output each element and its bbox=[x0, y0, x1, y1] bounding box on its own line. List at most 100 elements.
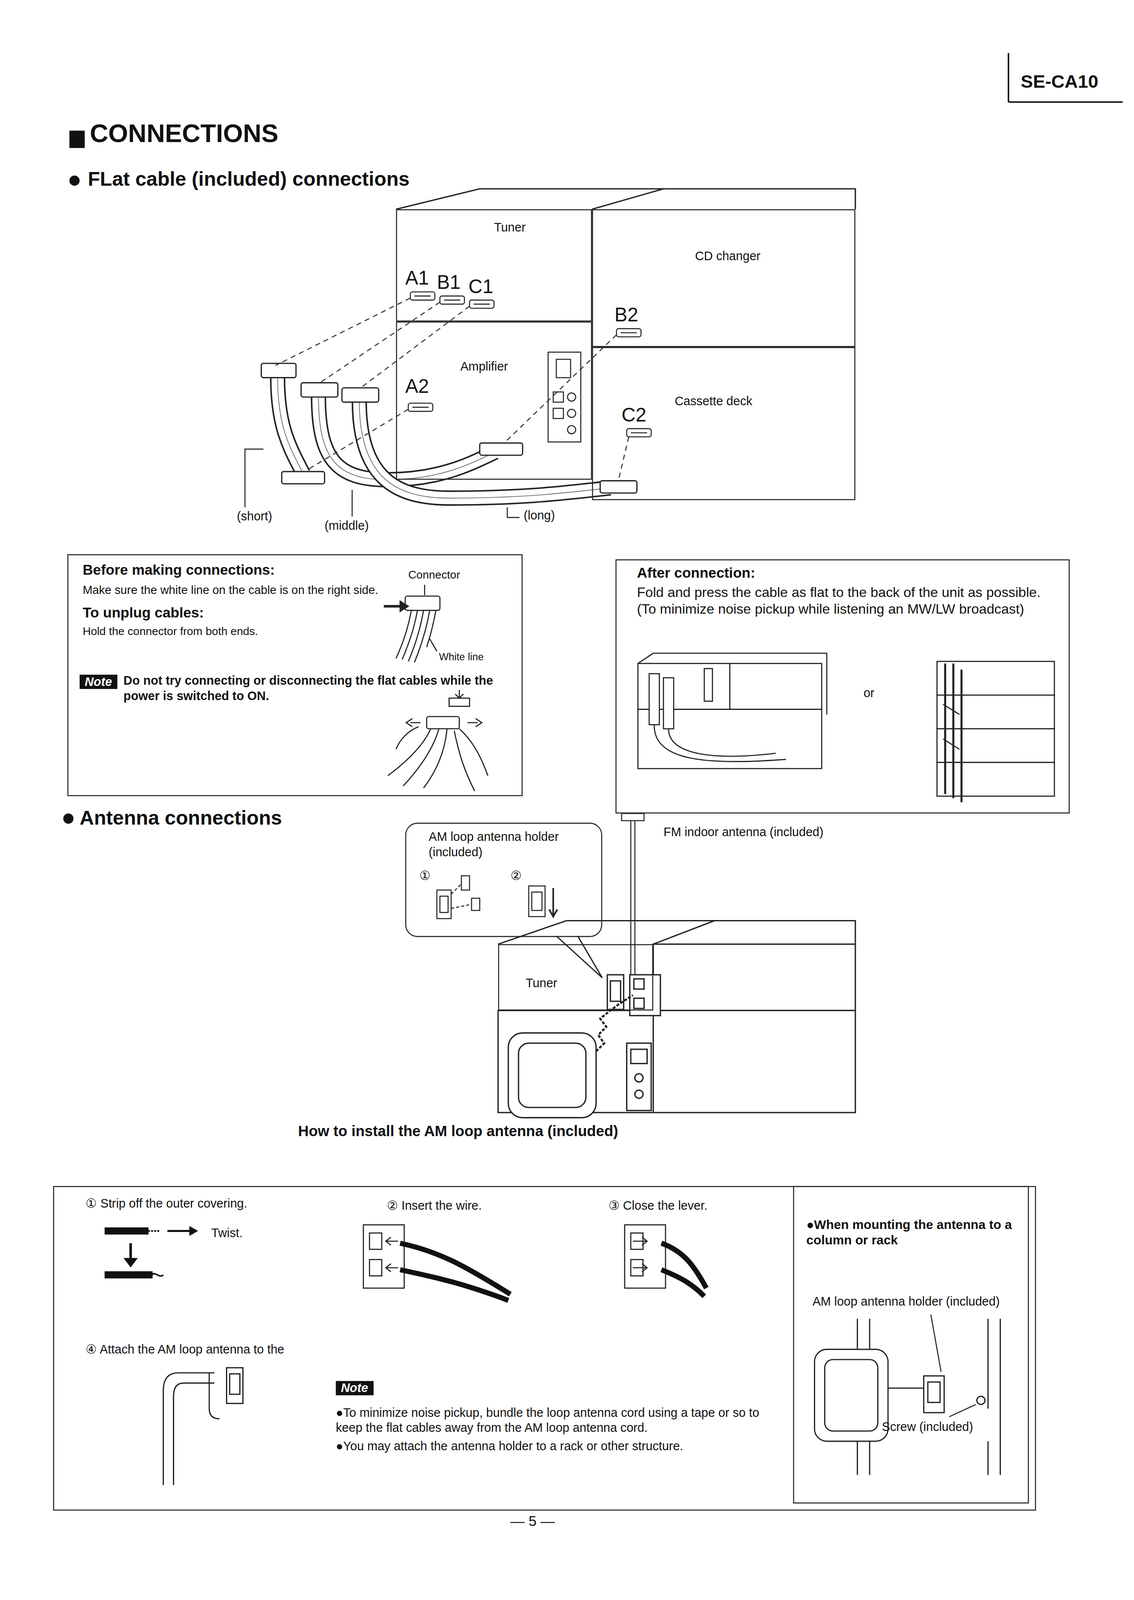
terminal-sketch bbox=[624, 1224, 666, 1289]
cable-connector bbox=[444, 299, 461, 301]
guide-line bbox=[505, 334, 617, 442]
connector-name: B2 bbox=[614, 304, 639, 327]
page-number: — 5 — bbox=[510, 1512, 556, 1529]
wire-sketch bbox=[148, 1230, 161, 1232]
jack-panel bbox=[548, 352, 581, 443]
terminal-sketch bbox=[385, 1237, 399, 1272]
connector-sketch bbox=[400, 601, 409, 612]
step-text: ④ Attach the AM loop antenna to the bbox=[85, 1342, 285, 1358]
instruction-box: ●When mounting the antenna to a column o… bbox=[792, 1186, 1029, 1504]
section-heading: FLat cable (included) connections bbox=[87, 167, 410, 190]
hand-sketch bbox=[387, 728, 447, 788]
flat-cable bbox=[277, 377, 304, 474]
unit-stack bbox=[629, 974, 661, 1016]
loop-antenna-sketch bbox=[209, 1372, 220, 1419]
header-rule bbox=[1008, 53, 1123, 102]
unit-stack bbox=[610, 980, 621, 1002]
rack-sketch bbox=[927, 1382, 941, 1403]
flat-cable bbox=[318, 395, 496, 480]
guide-line bbox=[318, 302, 440, 384]
connector-sketch bbox=[383, 605, 402, 608]
warning-text: Do not try connecting or disconnecting t… bbox=[123, 673, 507, 704]
box-heading: To unplug cables: bbox=[82, 604, 389, 622]
body-text: Hold the connector from both ends. bbox=[82, 624, 389, 639]
model-number: SE-CA10 bbox=[1020, 71, 1099, 93]
connector-sketch bbox=[429, 638, 437, 652]
unit-stack bbox=[635, 1089, 644, 1099]
cable-connector bbox=[414, 295, 431, 297]
box-heading: Before making connections: bbox=[82, 561, 389, 579]
figure-caption: How to install the AM loop antenna (incl… bbox=[297, 1122, 618, 1140]
unit-stack bbox=[653, 944, 856, 1011]
loop-antenna-sketch bbox=[229, 1374, 241, 1395]
holder-sketch bbox=[531, 892, 543, 911]
flat-cable bbox=[277, 377, 611, 499]
section-heading: Antenna connections bbox=[79, 806, 283, 829]
terminal-sketch bbox=[661, 1243, 707, 1297]
folded-cable-sketch bbox=[654, 724, 787, 762]
connector-name: A2 bbox=[405, 375, 429, 398]
wire-sketch bbox=[105, 1227, 149, 1234]
step-text: ② Insert the wire. bbox=[386, 1198, 482, 1214]
unit-box: Amplifier bbox=[395, 321, 592, 480]
jack-panel bbox=[553, 391, 564, 403]
box-heading: ●When mounting the antenna to a column o… bbox=[806, 1217, 1016, 1250]
wire-sketch bbox=[105, 1226, 198, 1278]
unit-stack bbox=[395, 188, 855, 210]
rack-sketch bbox=[930, 1314, 976, 1417]
hand-sketch bbox=[449, 698, 470, 707]
cable-plug bbox=[261, 363, 297, 378]
cable-plug bbox=[261, 363, 638, 493]
page-title: CONNECTIONS bbox=[89, 118, 279, 149]
hand-sketch bbox=[455, 689, 464, 698]
cable-plug bbox=[301, 382, 339, 397]
folded-cable-sketch bbox=[649, 673, 660, 725]
folded-cable-sketch bbox=[943, 704, 960, 750]
part-label: White line bbox=[439, 651, 484, 663]
cable-connector bbox=[473, 303, 490, 305]
holder-sketch bbox=[451, 884, 472, 909]
jack-panel bbox=[553, 408, 564, 419]
guide-line bbox=[275, 297, 629, 480]
badge-text: Note bbox=[341, 1380, 369, 1396]
heading-mark bbox=[69, 175, 80, 186]
text-label: or bbox=[863, 686, 875, 701]
step-text: ① Strip off the outer covering. bbox=[85, 1196, 247, 1212]
leader-line bbox=[244, 449, 520, 518]
unit-stack bbox=[498, 1010, 856, 1113]
rack-sketch bbox=[814, 1349, 888, 1442]
part-label: AM loop antenna holder (included) bbox=[812, 1294, 1001, 1310]
unit-name: Tuner bbox=[493, 220, 526, 236]
unit-stack bbox=[395, 188, 855, 210]
folded-cable-sketch bbox=[729, 663, 822, 710]
part-label: Connector bbox=[408, 568, 461, 582]
jack-panel bbox=[567, 409, 576, 418]
cable-plug bbox=[479, 442, 523, 456]
badge-text: Note bbox=[84, 674, 113, 690]
note-text: ●You may attach the antenna holder to a … bbox=[335, 1439, 787, 1455]
terminal-sketch bbox=[400, 1243, 511, 1301]
part-label: FM indoor antenna (included) bbox=[663, 825, 824, 841]
wire-sketch bbox=[189, 1226, 198, 1235]
flat-cable bbox=[318, 395, 496, 480]
connector-sketch bbox=[383, 584, 440, 663]
holder-sketch bbox=[549, 887, 558, 917]
hand-sketch bbox=[410, 721, 478, 724]
folded-cable-sketch bbox=[704, 668, 713, 701]
connector-name: C1 bbox=[468, 275, 494, 298]
note-text: ●To minimize noise pickup, bundle the lo… bbox=[335, 1405, 787, 1436]
rack-sketch bbox=[824, 1359, 878, 1431]
step-text: ③ Close the lever. bbox=[608, 1198, 708, 1214]
connector-sketch bbox=[395, 610, 436, 663]
cable-connector bbox=[412, 406, 429, 408]
cable-connector bbox=[626, 428, 652, 437]
hand-sketch bbox=[387, 689, 488, 791]
callout-tail bbox=[556, 935, 603, 978]
loop-antenna-sketch bbox=[163, 1367, 244, 1485]
info-box: After connection:Fold and press the cabl… bbox=[615, 559, 1070, 814]
unit-stack bbox=[652, 1010, 654, 1113]
fm-antenna bbox=[621, 813, 645, 821]
holder-sketch bbox=[439, 896, 449, 913]
